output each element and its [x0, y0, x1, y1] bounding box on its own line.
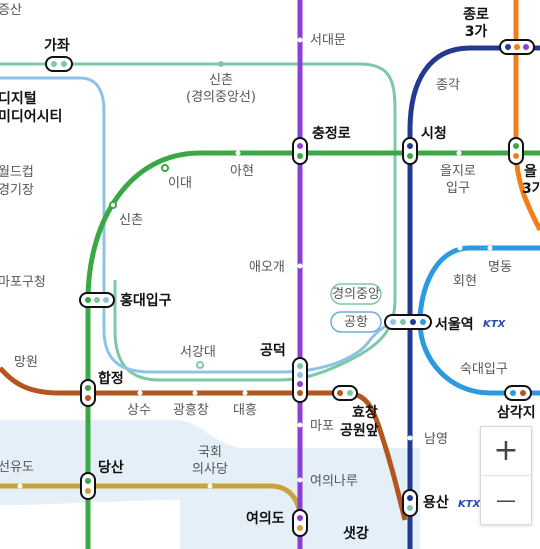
label-sookmyung: 숙대입구 [460, 362, 508, 377]
transfer-samgakji[interactable] [504, 385, 532, 401]
transfer-yongsan[interactable] [402, 489, 418, 517]
transfer-hyochang[interactable] [332, 385, 358, 401]
label-national-assembly-1: 국회 [198, 445, 222, 460]
label-sinchon-gy-1: 신촌 [209, 73, 233, 88]
label-sinchon: 신촌 [119, 213, 143, 228]
transfer-gajwa[interactable] [45, 56, 73, 72]
label-yeouinaru: 여의나루 [310, 474, 358, 489]
line-2 [85, 150, 540, 549]
airport-badge: 공항 [330, 311, 382, 333]
label-euljiro3ga-1: 을 [524, 164, 537, 180]
ktx-icon: KTX [483, 319, 507, 330]
label-yongsan: 용산 [423, 494, 449, 511]
label-namyeong: 남영 [424, 432, 448, 447]
label-yeouido: 여의도 [246, 510, 285, 527]
label-mapo-gu: 마포구청 [0, 275, 46, 290]
zoom-in-button[interactable]: + [481, 427, 531, 475]
label-seonyudo: 선유도 [0, 460, 34, 475]
line-1 [407, 45, 540, 549]
label-gwangheungchang: 광흥창 [173, 403, 209, 418]
transfer-yeouido[interactable] [292, 509, 308, 537]
label-hyochang-2: 공원앞 [340, 423, 379, 439]
transfer-euljiro3ga[interactable] [508, 137, 524, 165]
label-worldcup-1: 월드컵 [0, 165, 34, 180]
label-dmc-2: 미디어시티 [0, 108, 62, 125]
zoom-out-button[interactable]: — [481, 476, 531, 524]
label-samgakji: 삼각지 [497, 404, 536, 421]
label-sinchon-gy-2: (경의중앙선) [186, 90, 256, 105]
label-idae: 이대 [168, 176, 192, 191]
transfer-jongno3ga[interactable] [499, 39, 535, 55]
label-hapjeong: 합정 [98, 370, 124, 387]
label-hoehyeon: 회현 [453, 274, 477, 289]
ktx-icon: KTX [458, 499, 482, 510]
label-ahyeon: 아현 [230, 164, 254, 179]
label-myeongdong: 명동 [488, 260, 512, 275]
transfer-dangsan[interactable] [80, 472, 96, 500]
label-dangsan: 당산 [98, 459, 124, 476]
label-city-hall: 시청 [421, 126, 447, 142]
label-euljiro-ipgu-2: 입구 [446, 181, 470, 196]
transfer-seoul-station[interactable] [384, 314, 432, 330]
svg-text:경의중앙: 경의중앙 [332, 287, 380, 302]
label-seogangdae: 서강대 [180, 345, 216, 360]
svg-text:공항: 공항 [344, 315, 368, 330]
airport-line [0, 76, 411, 374]
label-jongno3ga-2: 3가 [465, 24, 488, 40]
label-aeogae: 애오개 [249, 260, 285, 275]
label-mapo: 마포 [310, 419, 334, 434]
transfer-chungjeongno[interactable] [292, 137, 308, 165]
label-chungjeongno: 충정로 [312, 125, 351, 142]
zoom-controls: + — [480, 426, 532, 525]
label-daeheung: 대흥 [233, 403, 257, 418]
svg-text:KTX: KTX [458, 499, 482, 510]
label-mangwon: 망원 [14, 355, 38, 370]
label-seoul-station: 서울역 [435, 316, 474, 333]
label-saetgang: 샛강 [343, 525, 369, 542]
label-worldcup-2: 경기장 [0, 183, 34, 198]
label-gajwa: 가좌 [44, 38, 70, 54]
zoom-divider [481, 475, 531, 476]
svg-text:KTX: KTX [483, 319, 507, 330]
label-jonggak: 종각 [436, 78, 460, 93]
label-seodaemun: 서대문 [310, 33, 346, 48]
han-river-east [300, 448, 420, 549]
label-jeungsan: 증산 [0, 3, 22, 18]
transfer-hapjeong[interactable] [80, 379, 96, 407]
transfer-hongik[interactable] [79, 292, 115, 308]
transfer-gongdeok[interactable] [292, 357, 308, 403]
transfer-city-hall[interactable] [402, 137, 418, 165]
label-euljiro-ipgu-1: 을지로 [440, 164, 476, 179]
label-sangsu: 상수 [127, 403, 151, 418]
label-jongno3ga-1: 종로 [463, 7, 489, 23]
gyeongui-badge: 경의중앙 [330, 283, 382, 305]
label-euljiro3ga-2: 3가 [522, 181, 540, 197]
label-national-assembly-2: 의사당 [192, 462, 228, 477]
line-6 [0, 366, 408, 521]
gyeongui-line [0, 62, 397, 382]
label-hongik: 홍대입구 [120, 292, 172, 309]
label-dmc-1: 디지털 [0, 90, 37, 107]
label-gongdeok: 공덕 [260, 342, 286, 359]
minor-station-dots [17, 37, 493, 489]
label-hyochang-1: 효창 [352, 404, 378, 421]
